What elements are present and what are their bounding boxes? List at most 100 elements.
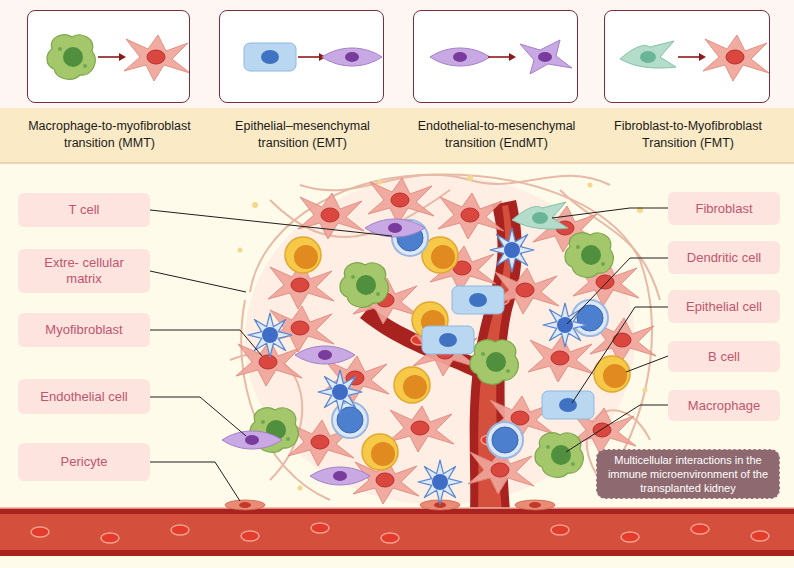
illustration-shape	[691, 524, 709, 534]
illustration-shape	[381, 533, 399, 543]
label-text: Macrophage	[688, 398, 760, 414]
label-text: Fibroblast	[695, 201, 752, 217]
mesenchymal-icon	[520, 40, 572, 74]
illustration-shape	[150, 397, 246, 436]
illustration-shape	[567, 258, 668, 324]
mesenchymal-icon	[322, 48, 382, 66]
leader-lines	[150, 208, 668, 501]
transition-arrow	[98, 53, 126, 61]
illustration-shape	[295, 346, 355, 364]
illustration-shape	[470, 340, 518, 385]
illustration-shape	[101, 533, 119, 543]
illustration-shape	[490, 228, 534, 272]
caption-box: Multicellular interactions in the immune…	[596, 449, 780, 499]
illustration-shape	[643, 388, 648, 393]
illustration-shape	[452, 286, 504, 314]
illustration-shape	[551, 525, 569, 535]
illustration-shape	[572, 300, 608, 336]
box-fill	[413, 10, 578, 103]
divider-line	[0, 162, 794, 164]
illustration-shape	[300, 175, 610, 191]
epithelial-icon	[244, 43, 296, 71]
cell-label: Fibroblast	[668, 192, 780, 225]
illustration-shape	[588, 183, 593, 188]
ecm-fibers	[230, 174, 660, 500]
label-text: Multicellular interactions in the immune…	[605, 453, 771, 495]
cell-label: B cell	[668, 341, 780, 372]
transition-label: Macrophage-to-myofibroblast transition (…	[20, 118, 200, 152]
illustration-shape	[418, 460, 462, 504]
transition-box: Epithelial–mesenchymal transition (EMT)	[219, 10, 384, 103]
label-text: Myofibroblast	[45, 322, 122, 338]
illustration-shape	[552, 208, 668, 218]
illustration-shape	[422, 326, 474, 354]
illustration-shape	[394, 367, 430, 403]
illustration-shape	[572, 307, 668, 403]
illustration-shape	[318, 370, 362, 414]
illustration-shape	[298, 486, 303, 491]
pericyte-cell	[515, 500, 555, 510]
illustration-shape	[542, 391, 594, 419]
cell-label: T cell	[18, 193, 150, 227]
illustration-shape	[512, 202, 568, 229]
pericyte-cell	[225, 500, 265, 510]
transition-box: Macrophage-to-myofibroblast transition (…	[27, 10, 190, 103]
illustration-shape	[0, 507, 794, 509]
illustration-shape	[565, 233, 613, 278]
illustration-shape	[0, 508, 794, 556]
transition-arrow	[488, 53, 516, 61]
illustration-shape	[438, 193, 504, 239]
cell-label: Myofibroblast	[18, 313, 150, 347]
cluster-glow	[245, 175, 635, 505]
cell-label: Pericyte	[18, 443, 150, 481]
box-fill	[219, 10, 384, 103]
immune-cells	[222, 202, 630, 504]
illustration-shape	[248, 313, 292, 357]
illustration-shape	[626, 356, 668, 372]
blood-vessel	[0, 200, 794, 556]
illustration-shape	[311, 523, 329, 533]
transition-box: Endothelial-to-mesenchymal transition (E…	[413, 10, 578, 103]
label-text: T cell	[69, 202, 100, 218]
myofibroblast-icon	[124, 35, 190, 81]
illustration-shape	[368, 178, 434, 224]
label-text: Endothelial cell	[40, 389, 127, 405]
illustration-shape	[150, 330, 262, 356]
illustration-shape	[310, 467, 370, 485]
transition-label: Endothelial-to-mesenchymal transition (E…	[407, 118, 587, 152]
transition-box: Fibroblast-to-Myofibroblast Transition (…	[604, 10, 770, 103]
cell-label: Dendritic cell	[668, 241, 780, 274]
illustration-shape	[528, 336, 594, 382]
transition-label: Epithelial–mesenchymal transition (EMT)	[213, 118, 393, 152]
label-text: Epithelial cell	[686, 299, 762, 315]
illustration-shape	[340, 263, 388, 308]
label-band	[0, 108, 794, 163]
cell-label: Endothelial cell	[18, 379, 150, 414]
illustration-shape	[150, 462, 240, 501]
illustration-shape	[0, 514, 794, 550]
top-panel	[0, 0, 794, 163]
myofibroblast-icon	[703, 35, 769, 81]
transition-arrow	[678, 53, 706, 61]
label-text: Dendritic cell	[687, 250, 761, 266]
nucleus	[538, 52, 552, 62]
illustration-shape	[535, 433, 583, 478]
illustration-shape	[487, 422, 523, 458]
cell-label: Epithelial cell	[668, 290, 780, 323]
endothelial-icon	[430, 48, 490, 66]
illustration-shape	[252, 202, 258, 208]
illustration-shape	[250, 174, 640, 292]
illustration-shape	[285, 237, 321, 273]
label-text: Pericyte	[61, 454, 108, 470]
illustration-shape	[362, 434, 398, 470]
label-text: B cell	[708, 349, 740, 365]
illustration-shape	[238, 248, 243, 253]
illustration-shape	[621, 532, 639, 542]
illustration-shape	[222, 431, 282, 449]
myofibroblast-cells	[236, 178, 656, 504]
illustration-shape	[388, 406, 454, 452]
particles	[238, 175, 659, 491]
cell-label: Macrophage	[668, 390, 780, 421]
transition-art	[47, 35, 769, 81]
box-fill	[604, 10, 770, 103]
